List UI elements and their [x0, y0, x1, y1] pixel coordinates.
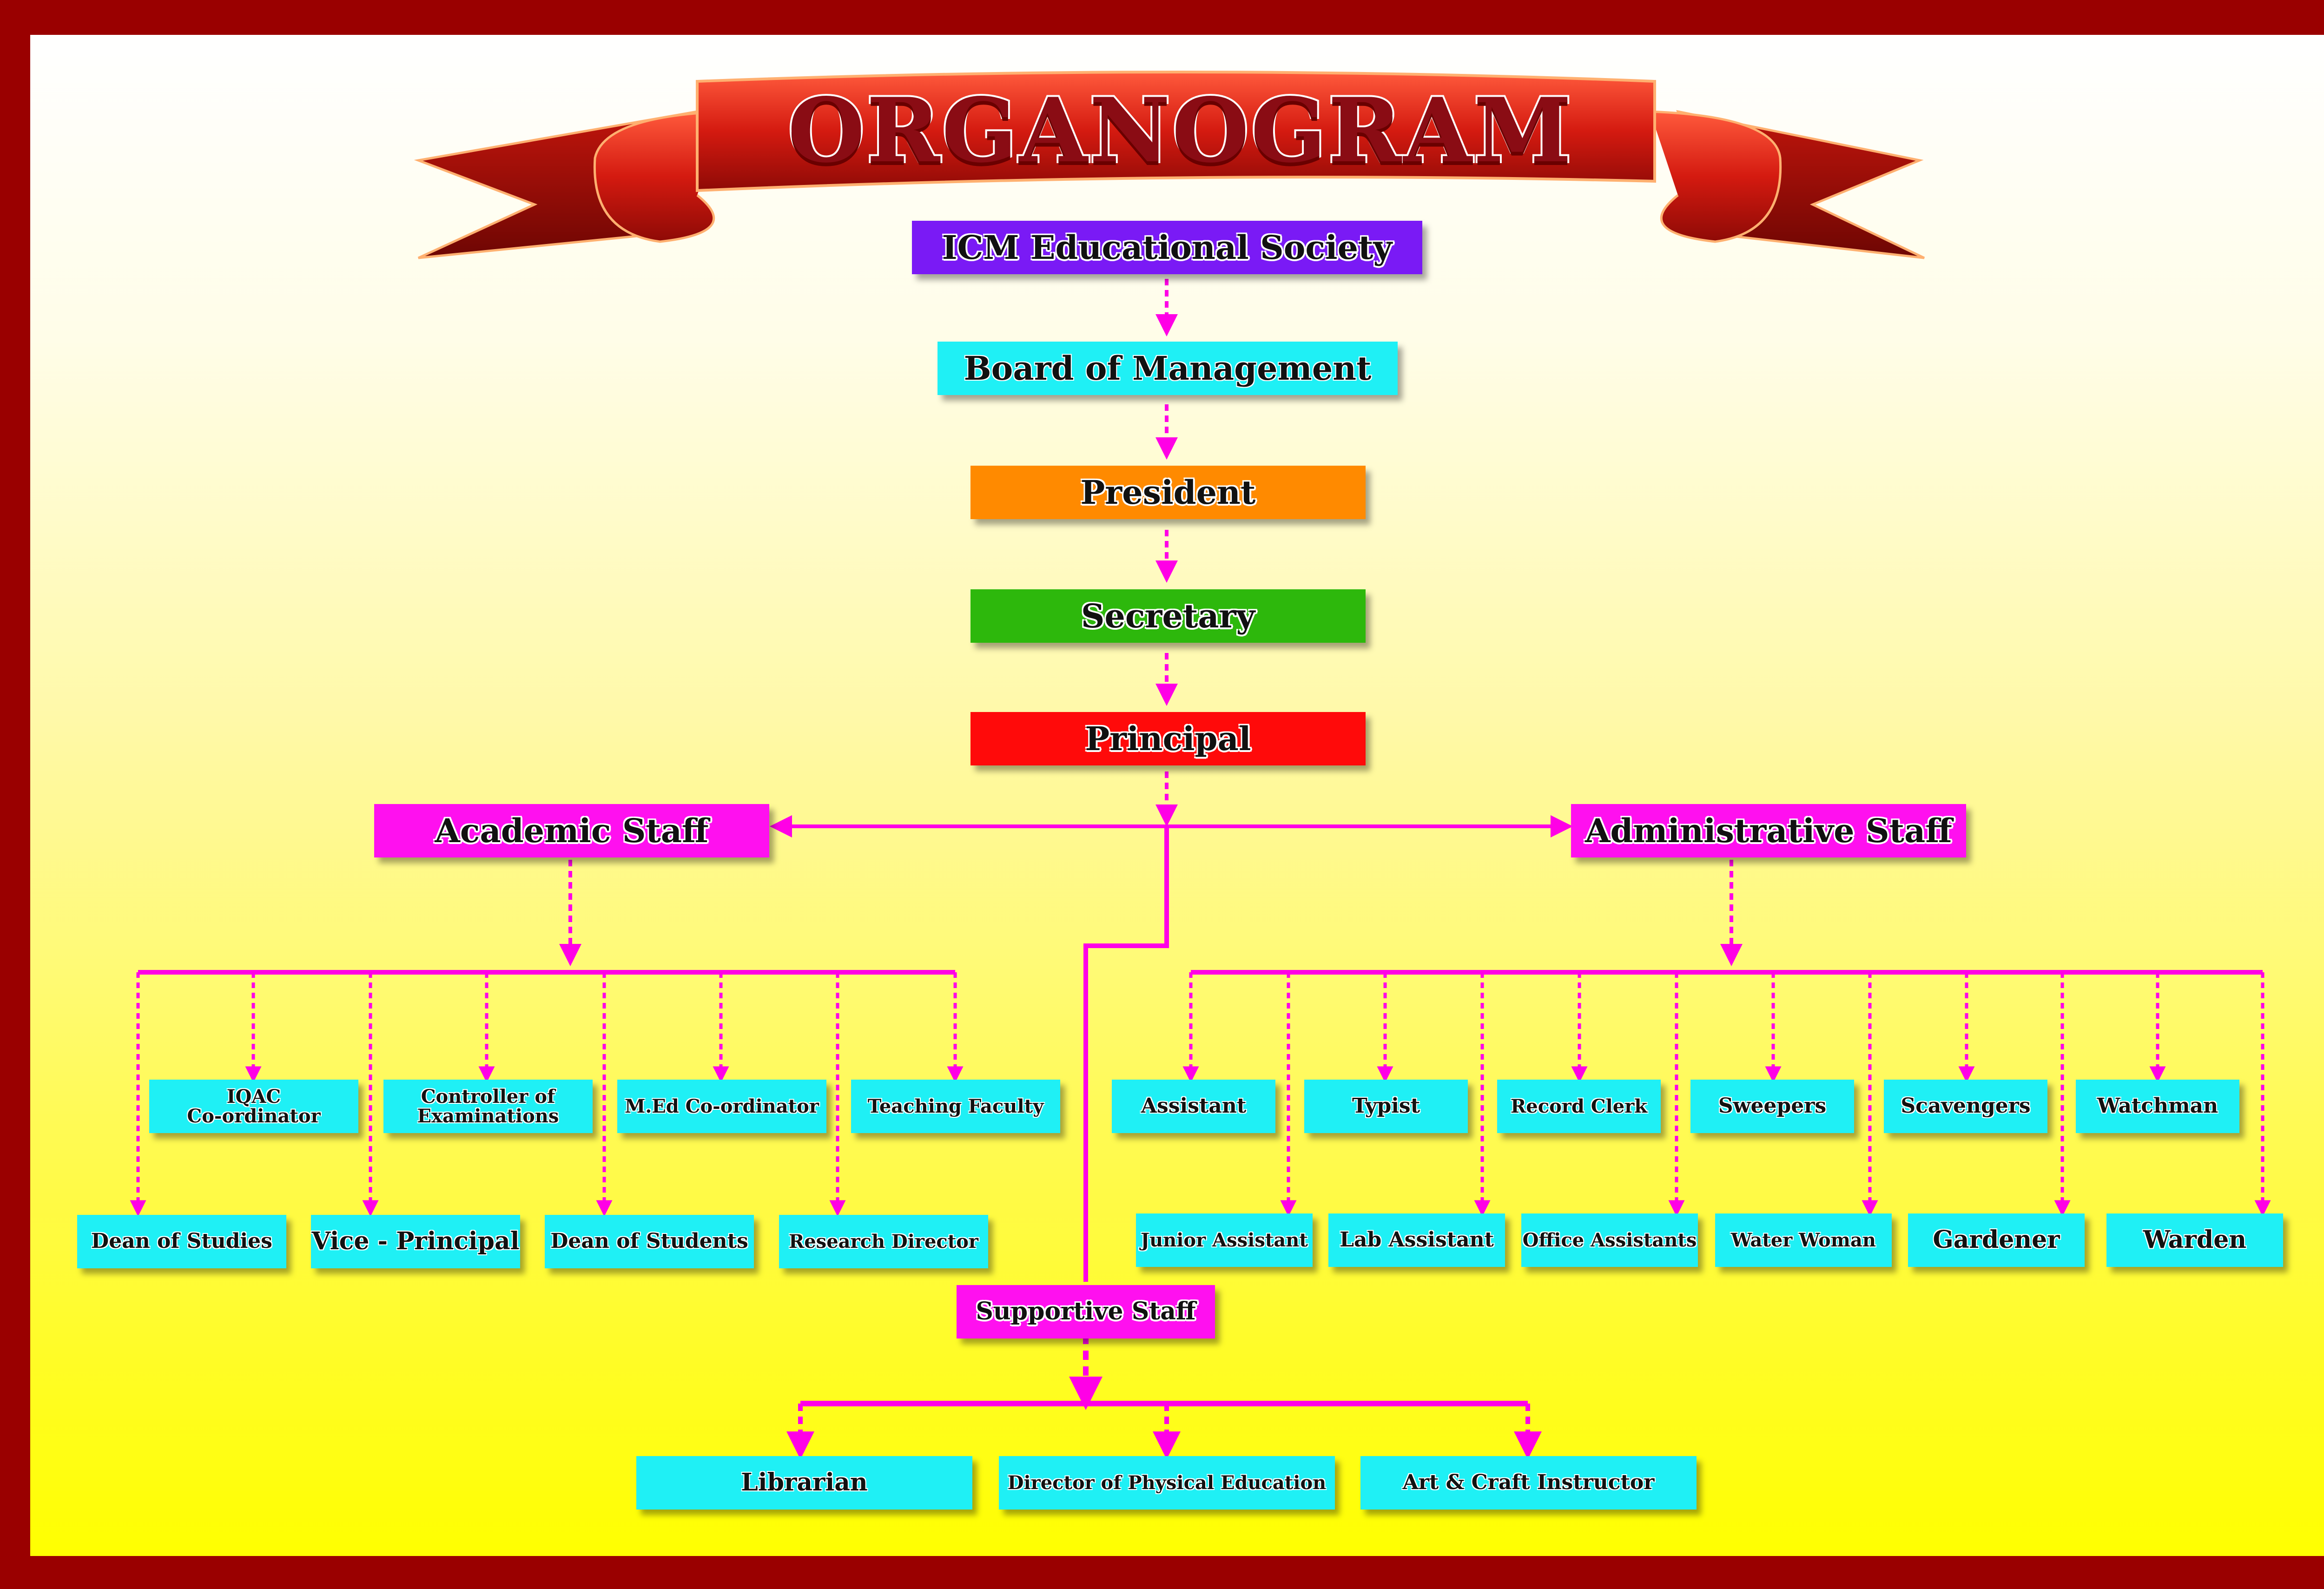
ribbon-banner-icon	[414, 71, 1925, 259]
node-warden: Warden	[2106, 1213, 2283, 1267]
node-med-coordinator: M.Ed Co-ordinator	[617, 1080, 826, 1133]
node-research-director: Research Director	[779, 1215, 988, 1268]
node-librarian: Librarian	[636, 1456, 972, 1510]
page-title: ORGANOGRAM	[786, 77, 1574, 184]
node-president: President	[971, 466, 1366, 519]
node-water-woman: Water Woman	[1715, 1213, 1892, 1267]
node-art-craft-instructor: Art & Craft Instructor	[1360, 1456, 1697, 1510]
node-record-clerk: Record Clerk	[1497, 1080, 1661, 1133]
node-director-physical-education: Director of Physical Education	[999, 1456, 1335, 1510]
node-board: Board of Management	[938, 342, 1398, 395]
node-office-assistants: Office Assistants	[1521, 1213, 1698, 1267]
node-controller-of-examinations: Controller of Examinations	[383, 1080, 593, 1133]
node-principal: Principal	[971, 712, 1366, 765]
node-watchman: Watchman	[2076, 1080, 2239, 1133]
node-society: ICM Educational Society	[912, 221, 1422, 274]
node-junior-assistant: Junior Assistant	[1136, 1213, 1313, 1267]
node-iqac-coordinator: IQAC Co-ordinator	[149, 1080, 358, 1133]
node-dean-of-studies: Dean of Studies	[77, 1215, 286, 1268]
node-teaching-faculty: Teaching Faculty	[851, 1080, 1060, 1133]
node-assistant: Assistant	[1112, 1080, 1275, 1133]
node-secretary: Secretary	[971, 589, 1366, 643]
node-academic-staff: Academic Staff	[374, 804, 769, 857]
node-vice-principal: Vice - Principal	[311, 1215, 520, 1268]
node-typist: Typist	[1304, 1080, 1468, 1133]
node-administrative-staff: Administrative Staff	[1571, 804, 1966, 857]
node-sweepers: Sweepers	[1690, 1080, 1854, 1133]
node-scavengers: Scavengers	[1884, 1080, 2047, 1133]
node-gardener: Gardener	[1908, 1213, 2085, 1267]
node-dean-of-students: Dean of Students	[545, 1215, 754, 1268]
node-supportive-staff: Supportive Staff	[957, 1285, 1215, 1338]
node-lab-assistant: Lab Assistant	[1328, 1213, 1505, 1267]
